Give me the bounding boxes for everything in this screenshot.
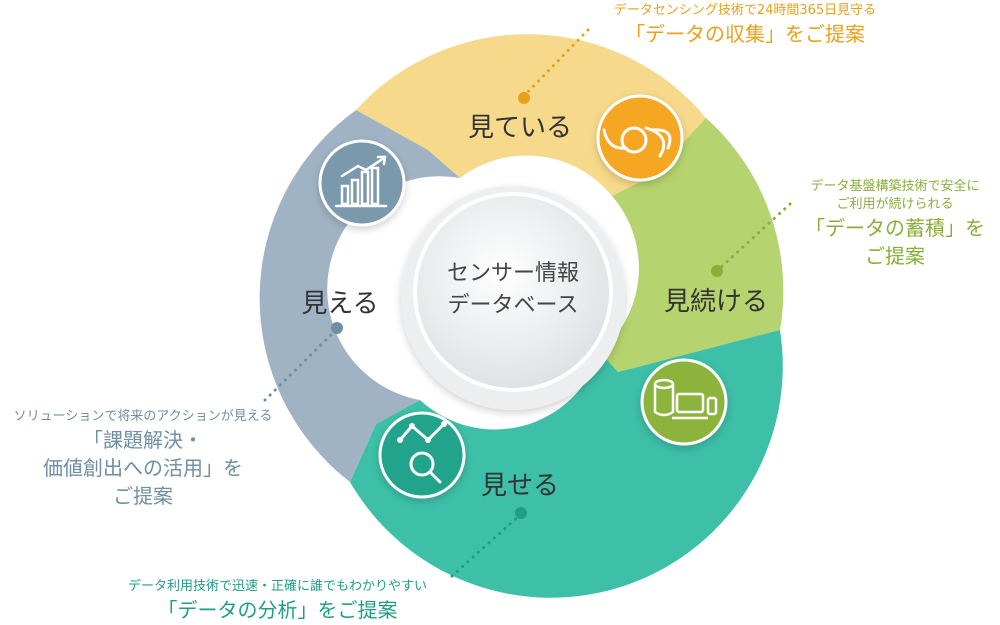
caption-analyze: データ利用技術で迅速・正確に誰でもわかりやすい 「データの分析」をご提案 xyxy=(90,578,465,624)
connector-analyze xyxy=(450,513,522,578)
caption-solve-sub: ソリューションで将来のアクションが見える xyxy=(13,409,273,424)
connector-analyze-dot xyxy=(515,507,527,519)
analytics-magnifier-icon xyxy=(378,411,466,499)
caption-store-sub1: データ基盤構築技術で安全に xyxy=(810,179,980,194)
segment-label-see: 見ている xyxy=(468,113,572,143)
connector-store-dot xyxy=(711,265,723,277)
growth-chart-icon xyxy=(318,139,406,227)
center-circle xyxy=(413,192,613,392)
caption-solve: ソリューションで将来のアクションが見える 「課題解決・ 価値創出への活用」を ご… xyxy=(0,408,286,510)
caption-analyze-sub: データ利用技術で迅速・正確に誰でもわかりやすい xyxy=(127,579,427,594)
caption-store-main2: ご提案 xyxy=(865,244,925,268)
caption-store-main1: 「データの蓄積」を xyxy=(805,216,985,240)
devices-icon xyxy=(640,358,728,446)
caption-solve-main2: 価値創出への活用」を xyxy=(43,456,243,480)
segment-visible xyxy=(259,110,460,482)
caption-solve-main1: 「課題解決・ xyxy=(83,428,203,452)
connector-solve xyxy=(263,328,338,402)
connector-collect xyxy=(522,28,590,98)
segment-label-visible: 見える xyxy=(301,289,378,319)
caption-solve-main3: ご提案 xyxy=(113,484,173,508)
caption-analyze-main: 「データの分析」をご提案 xyxy=(157,598,398,622)
segment-label-show: 見せる xyxy=(481,471,559,501)
segment-continue xyxy=(600,118,784,372)
center-label-line1: センサー情報 xyxy=(447,261,579,286)
center-label-line2: データベース xyxy=(448,293,579,318)
caption-collect-sub: データセンシング技術で24時間365日見守る xyxy=(613,3,877,18)
caption-store-sub2: ご利用が続けられる xyxy=(836,197,954,212)
caption-collect: データセンシング技術で24時間365日見守る 「データの収集」をご提案 xyxy=(575,2,915,48)
segment-label-continue: 見続ける xyxy=(664,287,768,317)
caption-collect-main: 「データの収集」をご提案 xyxy=(625,22,865,46)
caption-store: データ基盤構築技術で安全に ご利用が続けられる 「データの蓄積」を ご提案 xyxy=(790,178,1000,270)
connector-solve-dot xyxy=(331,322,343,334)
connector-store xyxy=(716,202,792,272)
sensor-eye-icon xyxy=(596,94,684,182)
connector-collect-dot xyxy=(518,92,530,104)
